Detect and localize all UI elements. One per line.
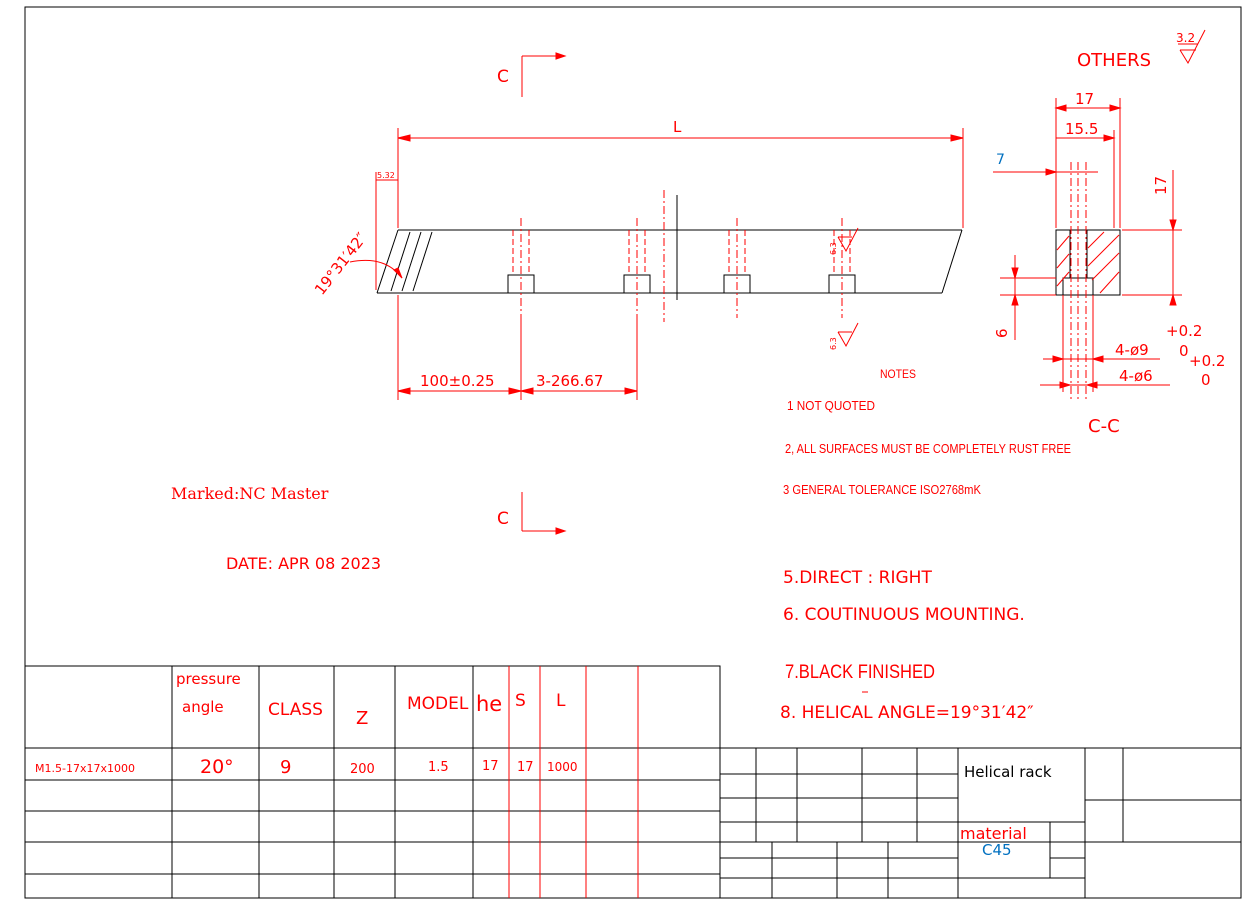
- tol-small-lower: 0: [1201, 371, 1211, 389]
- material-value: C45: [982, 841, 1012, 859]
- spec-table-red-lines: [508, 666, 639, 898]
- td-pressure: 20°: [200, 756, 234, 778]
- section-dims: [993, 98, 1182, 400]
- part-name: Helical rack: [964, 763, 1052, 781]
- section-label-top: C: [497, 67, 509, 87]
- hole-centerlines: [520, 190, 843, 322]
- dim-height-left-label: 5.32: [377, 171, 395, 180]
- section-marker-bottom: [521, 492, 567, 535]
- th-model: MODEL: [407, 694, 469, 714]
- section-inner-label: 15.5: [1065, 120, 1098, 138]
- th-class: CLASS: [268, 700, 323, 720]
- dim-pitch-label: 3-266.67: [536, 372, 603, 390]
- section-height-label: 17: [1152, 176, 1170, 195]
- section-hole-big-label: 4-ø9: [1115, 341, 1149, 359]
- section-title: C-C: [1088, 416, 1120, 437]
- section-width-label: 17: [1075, 90, 1094, 108]
- note-2: 2, ALL SURFACES MUST BE COMPLETELY RUST …: [785, 441, 1071, 456]
- note-6: 6. COUTINUOUS MOUNTING.: [783, 605, 1025, 625]
- marked-text: Marked:NC Master: [171, 484, 329, 503]
- dim-first-hole-label: 100±0.25: [420, 372, 495, 390]
- td-l: 1000: [547, 760, 578, 774]
- td-part: M1.5-17x17x1000: [35, 762, 135, 775]
- td-model: 1.5: [428, 760, 449, 775]
- notes-title: NOTES: [880, 367, 916, 381]
- dim-height-left: [375, 172, 398, 290]
- th-s: S: [515, 691, 526, 711]
- hole-walls: [512, 230, 851, 275]
- note-1: 1 NOT QUOTED: [787, 398, 875, 413]
- others-label: OTHERS: [1077, 50, 1151, 71]
- teeth-hatching: [390, 231, 433, 292]
- td-z: 200: [350, 762, 375, 777]
- dim-length: [397, 128, 964, 228]
- dim-bottom: [397, 295, 638, 400]
- note-3: 3 GENERAL TOLERANCE ISO2768mK: [783, 482, 981, 497]
- dim-helix-angle: [349, 259, 403, 279]
- note-5: 5.DIRECT : RIGHT: [783, 568, 932, 588]
- others-roughness-label: 3.2: [1176, 31, 1195, 45]
- td-s: 17: [517, 760, 534, 775]
- material-label: material: [960, 824, 1027, 843]
- th-he: he: [476, 692, 502, 716]
- td-class: 9: [280, 757, 291, 778]
- note-8: 8. HELICAL ANGLE=19°31′42″: [780, 703, 1034, 723]
- section-hole-small-label: 4-ø6: [1119, 367, 1153, 385]
- section-marker-top: [521, 52, 567, 97]
- tol-big-upper: +0.2: [1166, 322, 1202, 340]
- th-pressure-1: pressure: [176, 670, 241, 688]
- td-he: 17: [482, 759, 499, 774]
- note-7: 7.BLACK FINISHED: [785, 662, 935, 683]
- title-block-grid: [720, 747, 1241, 898]
- section-hatching: [1056, 231, 1120, 294]
- roughness-bottom-icon: [837, 322, 859, 348]
- dim-helix-angle-label: 19°31′42″: [311, 229, 371, 299]
- th-pressure-2: angle: [182, 698, 224, 716]
- others-roughness-icon: [1178, 29, 1206, 65]
- date-text: DATE: APR 08 2023: [226, 554, 381, 573]
- rack-main-view: [376, 195, 963, 300]
- section-label-bottom: C: [497, 509, 509, 529]
- spec-table-grid: [24, 665, 721, 899]
- roughness-top-label: 6.3: [829, 242, 838, 255]
- tol-small-upper: +0.2: [1189, 352, 1225, 370]
- th-l: L: [556, 691, 566, 711]
- tol-big-lower: 0: [1179, 342, 1189, 360]
- roughness-bottom-label: 6.3: [829, 337, 838, 350]
- section-blue-dim-label: 7: [996, 152, 1005, 168]
- roughness-top-icon: [837, 227, 859, 253]
- th-z: Z: [356, 708, 368, 729]
- dim-length-label: L: [673, 118, 682, 136]
- section-depth-label: 6: [993, 328, 1011, 338]
